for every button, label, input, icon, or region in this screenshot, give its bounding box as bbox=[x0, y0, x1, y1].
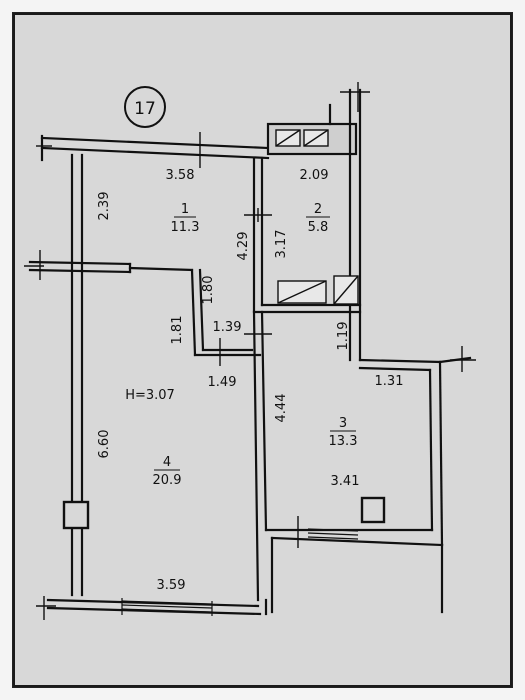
column-posts bbox=[62, 496, 386, 530]
dim-1-39: 1.39 bbox=[213, 320, 242, 335]
ventilation-shafts bbox=[275, 129, 359, 305]
dim-3-59: 3.59 bbox=[157, 578, 186, 593]
dim-1-80: 1.80 bbox=[201, 276, 216, 305]
room-1-number: 1 bbox=[181, 202, 189, 217]
dim-1-31: 1.31 bbox=[375, 374, 404, 389]
dim-1-49: 1.49 bbox=[208, 375, 237, 390]
room-3-area: 13.3 bbox=[329, 434, 358, 449]
dimension-labels-vertical: 2.39 4.29 3.17 1.80 1.81 1.19 4.44 6.60 bbox=[97, 192, 351, 459]
dim-4-29: 4.29 bbox=[236, 232, 251, 261]
dim-3-58: 3.58 bbox=[166, 168, 195, 183]
ceiling-height: H=3.07 bbox=[125, 388, 175, 403]
room-2-area: 5.8 bbox=[308, 220, 329, 235]
windows bbox=[121, 528, 359, 616]
room-labels: 1 11.3 2 5.8 3 13.3 4 20.9 H=3.07 bbox=[125, 202, 357, 488]
room-4-number: 4 bbox=[163, 455, 171, 470]
room-1-area: 11.3 bbox=[171, 220, 200, 235]
apartment-number-circle bbox=[124, 86, 166, 128]
dimension-labels-horizontal: 3.58 2.09 1.39 1.49 1.31 3.41 3.59 bbox=[157, 168, 404, 593]
apartment-number: 17 bbox=[134, 99, 156, 119]
dim-1-81: 1.81 bbox=[170, 316, 185, 345]
walls bbox=[28, 88, 472, 616]
dimension-ticks bbox=[24, 82, 476, 620]
dim-3-17: 3.17 bbox=[274, 230, 289, 259]
room-4-area: 20.9 bbox=[153, 473, 182, 488]
dim-3-41: 3.41 bbox=[331, 474, 360, 489]
dim-2-09: 2.09 bbox=[300, 168, 329, 183]
room-3-number: 3 bbox=[339, 416, 347, 431]
room-2-number: 2 bbox=[314, 202, 322, 217]
dim-6-60: 6.60 bbox=[97, 430, 112, 459]
dim-2-39: 2.39 bbox=[97, 192, 112, 221]
dim-1-19: 1.19 bbox=[336, 322, 351, 351]
dim-4-44: 4.44 bbox=[274, 394, 289, 423]
